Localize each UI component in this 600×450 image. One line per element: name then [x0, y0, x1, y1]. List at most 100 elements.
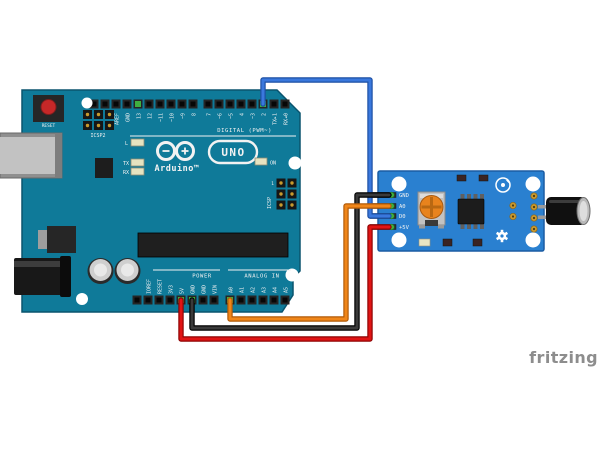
pin-label-ioref: IOREF [147, 279, 153, 294]
analog-pin-a4[interactable] [269, 295, 279, 305]
header-pin-4[interactable] [236, 99, 246, 109]
header-pin-12[interactable] [144, 99, 154, 109]
header-pin-3[interactable] [247, 99, 257, 109]
icsp-pin[interactable] [287, 189, 297, 199]
power-pin-ioref[interactable] [143, 295, 153, 305]
analog-pin-a3[interactable] [258, 295, 268, 305]
mounting-hole [525, 232, 541, 248]
header-pin-gnd[interactable] [122, 99, 132, 109]
uno-badge-text: UNO [221, 146, 245, 159]
header-pin-sda[interactable] [100, 99, 110, 109]
header-pin-10[interactable] [166, 99, 176, 109]
digital-caption: DIGITAL (PWM~) [217, 128, 272, 134]
led-rx [130, 167, 145, 176]
power-pin-3v3[interactable] [165, 295, 175, 305]
pin-label-a4: A4 [273, 287, 279, 293]
pin-label-rx0: RX◂0 [284, 113, 290, 125]
icsp2-label: ICSP2 [90, 133, 105, 139]
pin-label-gnd1: GND [191, 285, 197, 294]
icsp2-pin[interactable] [105, 121, 114, 130]
crystal-component [95, 158, 113, 178]
smd-resistor [442, 238, 453, 247]
mounting-hole [76, 293, 88, 305]
red-wire[interactable] [179, 225, 391, 341]
header-pin-tx1[interactable] [269, 99, 279, 109]
sensor-label-gnd: GND [399, 193, 409, 199]
power-pin-reset[interactable] [154, 295, 164, 305]
power-pin-vin[interactable] [209, 295, 219, 305]
icsp-pin[interactable] [287, 200, 297, 210]
icsp-pin[interactable] [276, 189, 286, 199]
icsp2-pin[interactable] [94, 110, 103, 119]
power-pin-nc[interactable] [132, 295, 142, 305]
header-pin-11[interactable] [155, 99, 165, 109]
analog-pin-a5[interactable] [280, 295, 290, 305]
trimmer-potentiometer[interactable] [417, 191, 446, 229]
pin-label-vin: VIN [213, 285, 219, 294]
icsp2-pin[interactable] [94, 121, 103, 130]
smd-resistor [456, 174, 467, 182]
icsp2-pin[interactable] [105, 110, 114, 119]
mounting-hole [391, 176, 407, 192]
led-tx-label: TX [123, 161, 129, 167]
header-pin-13-connected[interactable] [133, 99, 143, 109]
reset-button[interactable] [33, 95, 64, 122]
power-pin-gnd2[interactable] [198, 295, 208, 305]
pin-label-11: ~11 [159, 113, 165, 122]
power-jack [14, 256, 71, 297]
voltage-regulator [38, 226, 76, 253]
sensor-label-5v: +5V [399, 225, 410, 231]
pin-label-a0: A0 [229, 287, 235, 293]
pin-label-gnd2: GND [202, 285, 208, 294]
orange-wire[interactable] [228, 204, 391, 321]
icsp2-pin[interactable] [83, 110, 92, 119]
pin-label-5v: 5V [180, 288, 186, 294]
led-tx [130, 158, 145, 167]
pin-label-a2: A2 [251, 287, 257, 293]
pin-label-9: ~9 [181, 113, 187, 119]
analog-pin-a2[interactable] [247, 295, 257, 305]
mounting-hole [285, 268, 299, 282]
smd-resistor [472, 238, 483, 247]
header-pin-9[interactable] [177, 99, 187, 109]
smd-led [418, 238, 431, 247]
pin-label-reset: RESET [158, 279, 164, 294]
fritzing-watermark: fritzing [529, 348, 598, 367]
pin-label-3v3: 3V3 [169, 285, 175, 294]
pin-label-a1: A1 [240, 287, 246, 293]
sensor-module-board[interactable]: GND A0 D0 +5V [369, 170, 591, 252]
header-pin-5[interactable] [225, 99, 235, 109]
led-l-label: L [125, 141, 128, 147]
header-pin-8[interactable] [188, 99, 198, 109]
header-pin-rx0[interactable] [280, 99, 290, 109]
mounting-hole [81, 97, 93, 109]
mounting-hole [288, 156, 302, 170]
icsp2-pin[interactable] [83, 121, 92, 130]
analog-pin-a1[interactable] [236, 295, 246, 305]
header-pin-7[interactable] [203, 99, 213, 109]
arduino-uno-board[interactable]: RESET ICSP2 [0, 89, 302, 313]
pin-label-aref: AREF [115, 113, 121, 125]
led-on [254, 157, 268, 166]
led-on-label: ON [270, 161, 276, 167]
header-pin-6[interactable] [214, 99, 224, 109]
header-pin-aref[interactable] [111, 99, 121, 109]
atmega-chip [137, 232, 289, 258]
pin-label-a3: A3 [262, 287, 268, 293]
power-caption: POWER [192, 274, 212, 280]
pin-label-tx1: TX▸1 [273, 113, 279, 125]
usb-port [0, 132, 63, 179]
pin-label-5: ~5 [229, 113, 235, 119]
blue-wire[interactable] [261, 78, 391, 218]
silkscreen-logo-icon [495, 177, 511, 193]
icsp-pin[interactable] [287, 178, 297, 188]
icsp-pin[interactable] [276, 178, 286, 188]
icsp-pin[interactable] [276, 200, 286, 210]
led-rx-label: RX [123, 170, 129, 176]
black-wire[interactable] [190, 193, 391, 330]
pin-label-2: 2 [262, 113, 268, 116]
arduino-logo [156, 141, 195, 161]
icsp-pin1-label: 1 [271, 181, 274, 187]
microphone-capacitor [538, 197, 591, 225]
reset-label: RESET [42, 123, 56, 129]
